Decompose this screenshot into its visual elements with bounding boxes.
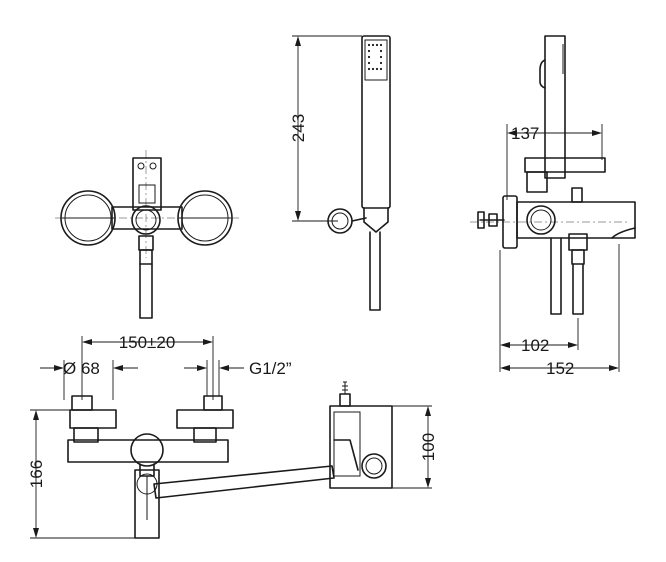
dim-text-150: 150±20 bbox=[119, 333, 176, 352]
dim-shower-height: 243 bbox=[289, 35, 362, 222]
dim-text-152: 152 bbox=[546, 359, 574, 378]
dim-thread: G1/2” bbox=[184, 359, 292, 396]
dim-text-100: 100 bbox=[419, 433, 438, 461]
dim-flange-diameter: Ø 68 bbox=[40, 359, 138, 400]
dim-spout-height: 100 bbox=[392, 405, 438, 489]
dim-total-height: 166 bbox=[27, 409, 140, 539]
front-view bbox=[55, 150, 240, 319]
dim-center-distance: 150±20 bbox=[81, 333, 214, 400]
right-flange bbox=[177, 190, 233, 246]
dim-side-137: 137 bbox=[506, 124, 603, 200]
dim-text-diameter: Ø 68 bbox=[63, 359, 100, 378]
dim-text-243: 243 bbox=[289, 114, 308, 142]
dim-text-thread: G1/2” bbox=[249, 359, 292, 378]
dim-text-166: 166 bbox=[27, 460, 46, 488]
hand-shower-view: 243 bbox=[289, 35, 391, 311]
side-view: 137 102 bbox=[470, 35, 636, 378]
left-flange bbox=[60, 190, 116, 246]
dim-text-102: 102 bbox=[521, 336, 549, 355]
spout-end bbox=[329, 381, 393, 489]
spray-nozzles bbox=[367, 43, 383, 71]
dim-side-102: 102 bbox=[499, 250, 579, 372]
dim-side-152: 152 bbox=[500, 244, 620, 378]
dim-text-137: 137 bbox=[511, 124, 539, 143]
top-view: 150±20 Ø 68 G1/2” bbox=[27, 333, 438, 539]
